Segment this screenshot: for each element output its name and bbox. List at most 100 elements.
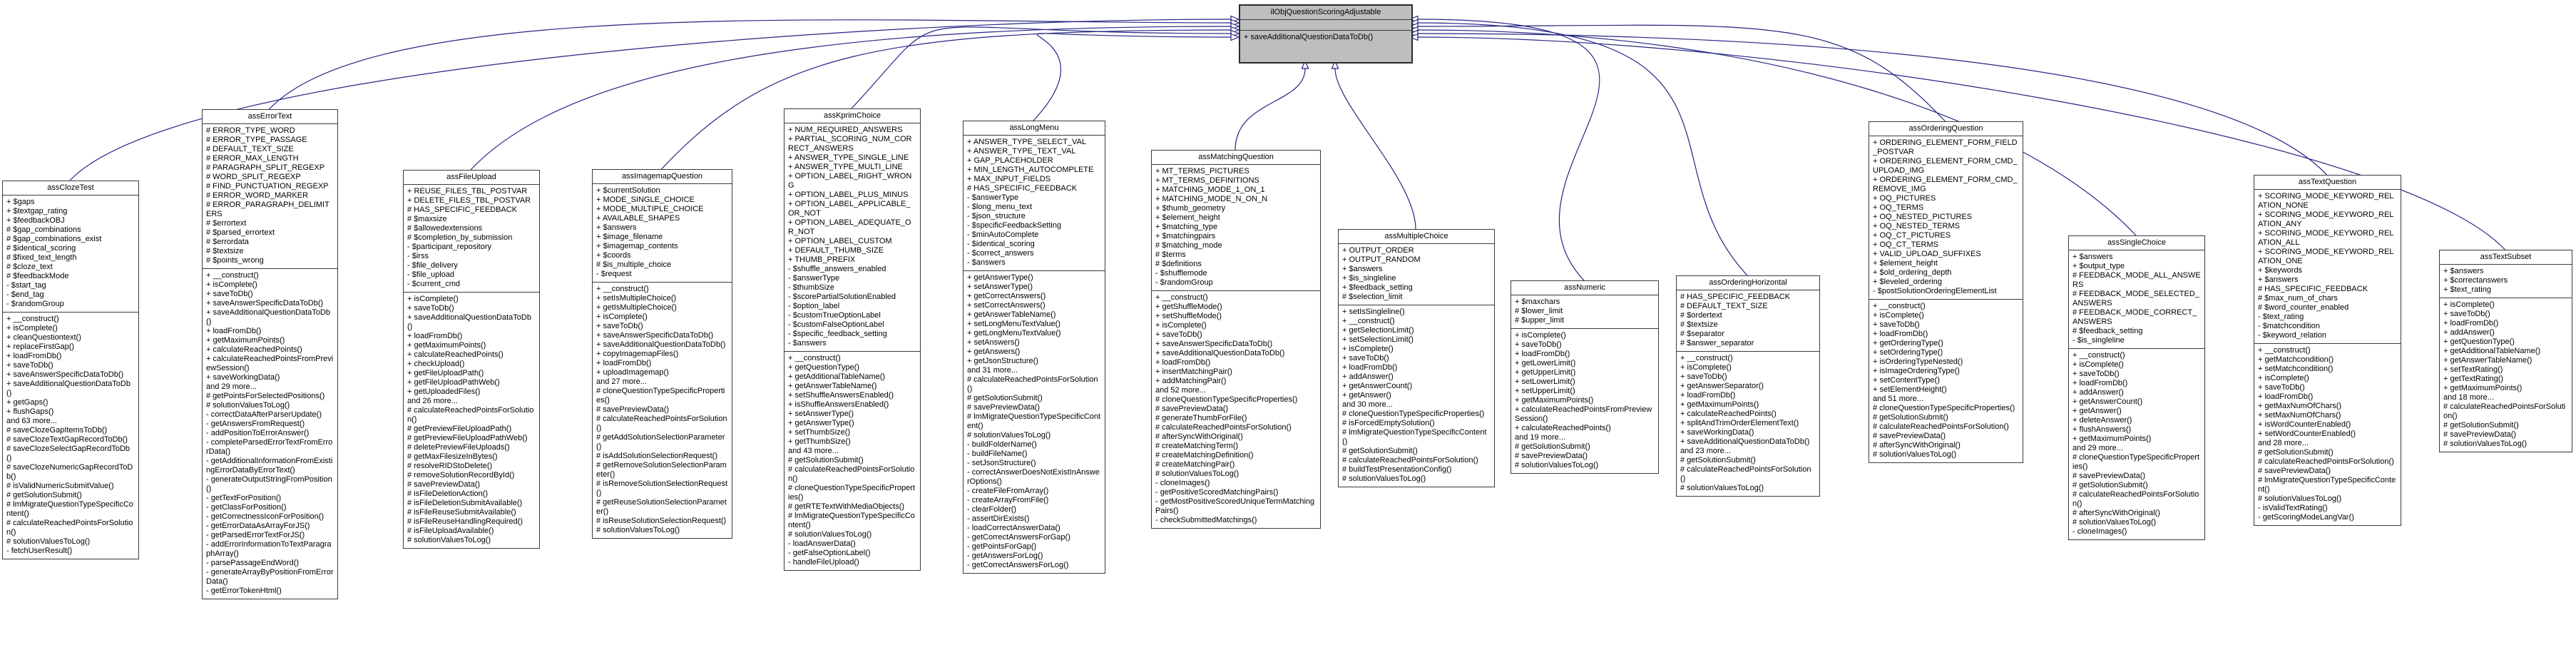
class-node-assOrderingQuestion[interactable]: assOrderingQuestion+ ORDERING_ELEMENT_FO… xyxy=(1869,121,2023,463)
methods-section: + isComplete()+ saveToDb()+ loadFromDb()… xyxy=(1511,329,1658,473)
more-members-note: and 27 more... xyxy=(596,377,647,386)
member: # $points_wrong xyxy=(206,256,264,265)
member: + OPTION_LABEL_ADEQUATE_OR_NOT xyxy=(788,218,911,236)
member: + $keywords xyxy=(2258,266,2303,275)
class-title[interactable]: assImagemapQuestion xyxy=(593,170,732,184)
class-title[interactable]: assFileUpload xyxy=(404,171,539,185)
base-class-title[interactable]: ilObjQuestionScoringAdjustable xyxy=(1240,6,1411,20)
class-node-assTextQuestion[interactable]: assTextQuestion + SCORING_MODE_KEYWORD_RE… xyxy=(2254,175,2401,526)
member: # lmMigrateQuestionTypeSpecificContent() xyxy=(788,512,915,529)
member: # solutionValuesToLog() xyxy=(2258,494,2342,503)
member: + getAnswerCount() xyxy=(1342,382,1413,390)
member: + saveAnswerSpecificDataToDb() xyxy=(6,370,124,379)
class-title[interactable]: assKprimChoice xyxy=(784,109,920,123)
member: + loadFromDb() xyxy=(6,352,62,360)
class-node-assFileUpload[interactable]: assFileUpload+ REUSE_FILES_TBL_POSTVAR+ … xyxy=(403,170,540,549)
class-node-assSingleChoice[interactable]: assSingleChoice+ $answers+ $output_type#… xyxy=(2068,235,2205,540)
member: + addAnswer() xyxy=(1342,372,1394,381)
member: + OQ_CT_TERMS xyxy=(1873,240,1938,249)
methods-section: + isComplete()+ saveToDb()+ loadFromDb()… xyxy=(2440,298,2572,452)
member: # saveClozeSelectGapRecordToDb() xyxy=(6,445,131,462)
member: # getSolutionSubmit() xyxy=(788,456,864,465)
member: # DEFAULT_TEXT_SIZE xyxy=(206,145,294,153)
member: # afterSyncWithOriginal() xyxy=(1155,432,1243,441)
member: + MATCHING_MODE_1_ON_1 xyxy=(1155,186,1265,194)
member: # $parsed_errortext xyxy=(206,228,275,237)
member: + SCORING_MODE_KEYWORD_RELATION_NONE xyxy=(2258,192,2394,210)
methods-section: + __construct()+ isComplete()+ saveToDb(… xyxy=(203,269,337,599)
member: # cloneQuestionTypeSpecificProperties() xyxy=(596,387,725,405)
class-node-base[interactable]: ilObjQuestionScoringAdjustable + saveAdd… xyxy=(1239,4,1413,64)
class-title[interactable]: assClozeTest xyxy=(3,181,138,196)
class-title[interactable]: assMultipleChoice xyxy=(1339,230,1494,244)
member: # FIND_PUNCTUATION_REGEXP xyxy=(206,182,329,191)
class-title[interactable]: assNumeric xyxy=(1511,281,1658,295)
member: - $irss xyxy=(407,252,429,260)
more-members-note: and 23 more... xyxy=(1680,447,1731,455)
member: # lmMigrateQuestionTypeSpecificContent() xyxy=(967,412,1101,430)
member: - setJsonStructure() xyxy=(967,459,1036,467)
member: - createFileFromArray() xyxy=(967,487,1049,495)
member: - getFalseOptionLabel() xyxy=(788,549,871,557)
member: + DELETE_FILES_TBL_POSTVAR xyxy=(407,196,531,205)
member: # savePreviewData() xyxy=(2258,467,2331,475)
member: + loadFromDb() xyxy=(2072,379,2128,387)
class-node-assLongMenu[interactable]: assLongMenu+ ANSWER_TYPE_SELECT_VAL+ ANS… xyxy=(963,121,1105,574)
class-title[interactable]: assMatchingQuestion xyxy=(1152,151,1320,165)
inheritance-arrowhead-icon xyxy=(1409,33,1419,41)
more-members-note: and 28 more... xyxy=(2258,439,2309,447)
class-title[interactable]: assOrderingQuestion xyxy=(1869,122,2023,136)
member: + DEFAULT_THUMB_SIZE xyxy=(788,246,884,255)
member: + loadFromDb() xyxy=(2443,319,2499,328)
member: + setUpperLimit() xyxy=(1515,387,1575,395)
member: + isOrderingTypeNested() xyxy=(1873,357,1963,366)
attributes-section: + ANSWER_TYPE_SELECT_VAL+ ANSWER_TYPE_TE… xyxy=(964,136,1105,271)
member: - cloneImages() xyxy=(1155,479,1210,487)
member: + isComplete() xyxy=(407,295,459,303)
class-node-assImagemapQuestion[interactable]: assImagemapQuestion+ $currentSolution+ M… xyxy=(592,169,732,539)
class-node-assMatchingQuestion[interactable]: assMatchingQuestion + MT_TERMS_PICTURES + … xyxy=(1151,150,1321,529)
member: + isShuffleAnswersEnabled() xyxy=(788,400,889,409)
class-node-assNumeric[interactable]: assNumeric+ $maxchars# $lower_limit# $up… xyxy=(1511,280,1659,474)
class-node-assClozeTest[interactable]: assClozeTest+ $gaps+ $textgap_rating+ $f… xyxy=(2,181,139,559)
class-title[interactable]: assTextSubset xyxy=(2440,250,2572,265)
inheritance-edge xyxy=(1334,68,1416,230)
class-node-assMultipleChoice[interactable]: assMultipleChoice+ OUTPUT_ORDER+ OUTPUT_… xyxy=(1338,229,1495,487)
member: + saveToDb() xyxy=(1680,372,1727,381)
class-title[interactable]: assTextQuestion xyxy=(2254,176,2401,190)
member: + MT_TERMS_PICTURES xyxy=(1155,167,1249,176)
member: - $customFalseOptionLabel xyxy=(788,320,884,329)
class-node-assOrderingHorizontal[interactable]: assOrderingHorizontal# HAS_SPECIFIC_FEED… xyxy=(1676,275,1820,497)
member: - addPositionToErrorAnswer() xyxy=(206,429,310,437)
member: + THUMB_PREFIX xyxy=(788,255,856,264)
member: # isFileDeletionAction() xyxy=(407,489,489,498)
member: + calculateReachedPoints() xyxy=(407,350,504,359)
class-title[interactable]: assSingleChoice xyxy=(2069,236,2204,250)
class-title[interactable]: assErrorText xyxy=(203,110,337,124)
class-node-assKprimChoice[interactable]: assKprimChoice+ NUM_REQUIRED_ANSWERS+ PA… xyxy=(784,108,921,571)
member: + ANSWER_TYPE_MULTI_LINE xyxy=(788,163,903,171)
member: # getReuseSolutionSelectionParameter() xyxy=(596,498,727,516)
member: + MODE_MULTIPLE_CHOICE xyxy=(596,205,704,213)
member: # saveClozeGapItemsToDb() xyxy=(6,426,108,435)
member: - $specific_feedback_setting xyxy=(788,330,887,338)
class-title[interactable]: assOrderingHorizontal xyxy=(1677,276,1819,290)
member: # lmMigrateQuestionTypeSpecificContent() xyxy=(2258,476,2396,494)
class-title[interactable]: assLongMenu xyxy=(964,121,1105,136)
member: - $randomGroup xyxy=(6,300,64,308)
member: + setElementHeight() xyxy=(1873,385,1947,394)
member: + deleteAnswer() xyxy=(2072,416,2132,425)
member: + getShuffleMode() xyxy=(1155,303,1222,311)
member: + getMaximumPoints() xyxy=(2443,384,2523,392)
inheritance-edge xyxy=(1417,33,2327,176)
member: + loadFromDb() xyxy=(206,327,262,335)
member: + $thumb_geometry xyxy=(1155,204,1226,213)
member: + MAX_INPUT_FIELDS xyxy=(967,175,1051,183)
attributes-section: + $gaps+ $textgap_rating+ $feedbackOBJ# … xyxy=(3,196,138,313)
class-node-assTextSubset[interactable]: assTextSubset+ $answers+ $correctanswers… xyxy=(2439,250,2572,452)
member: - $matchcondition xyxy=(2258,322,2320,330)
member: # $identical_scoring xyxy=(6,244,76,253)
member: + __construct() xyxy=(596,285,649,293)
member: + OQ_PICTURES xyxy=(1873,194,1936,203)
class-node-assErrorText[interactable]: assErrorText# ERROR_TYPE_WORD# ERROR_TYP… xyxy=(202,109,338,599)
